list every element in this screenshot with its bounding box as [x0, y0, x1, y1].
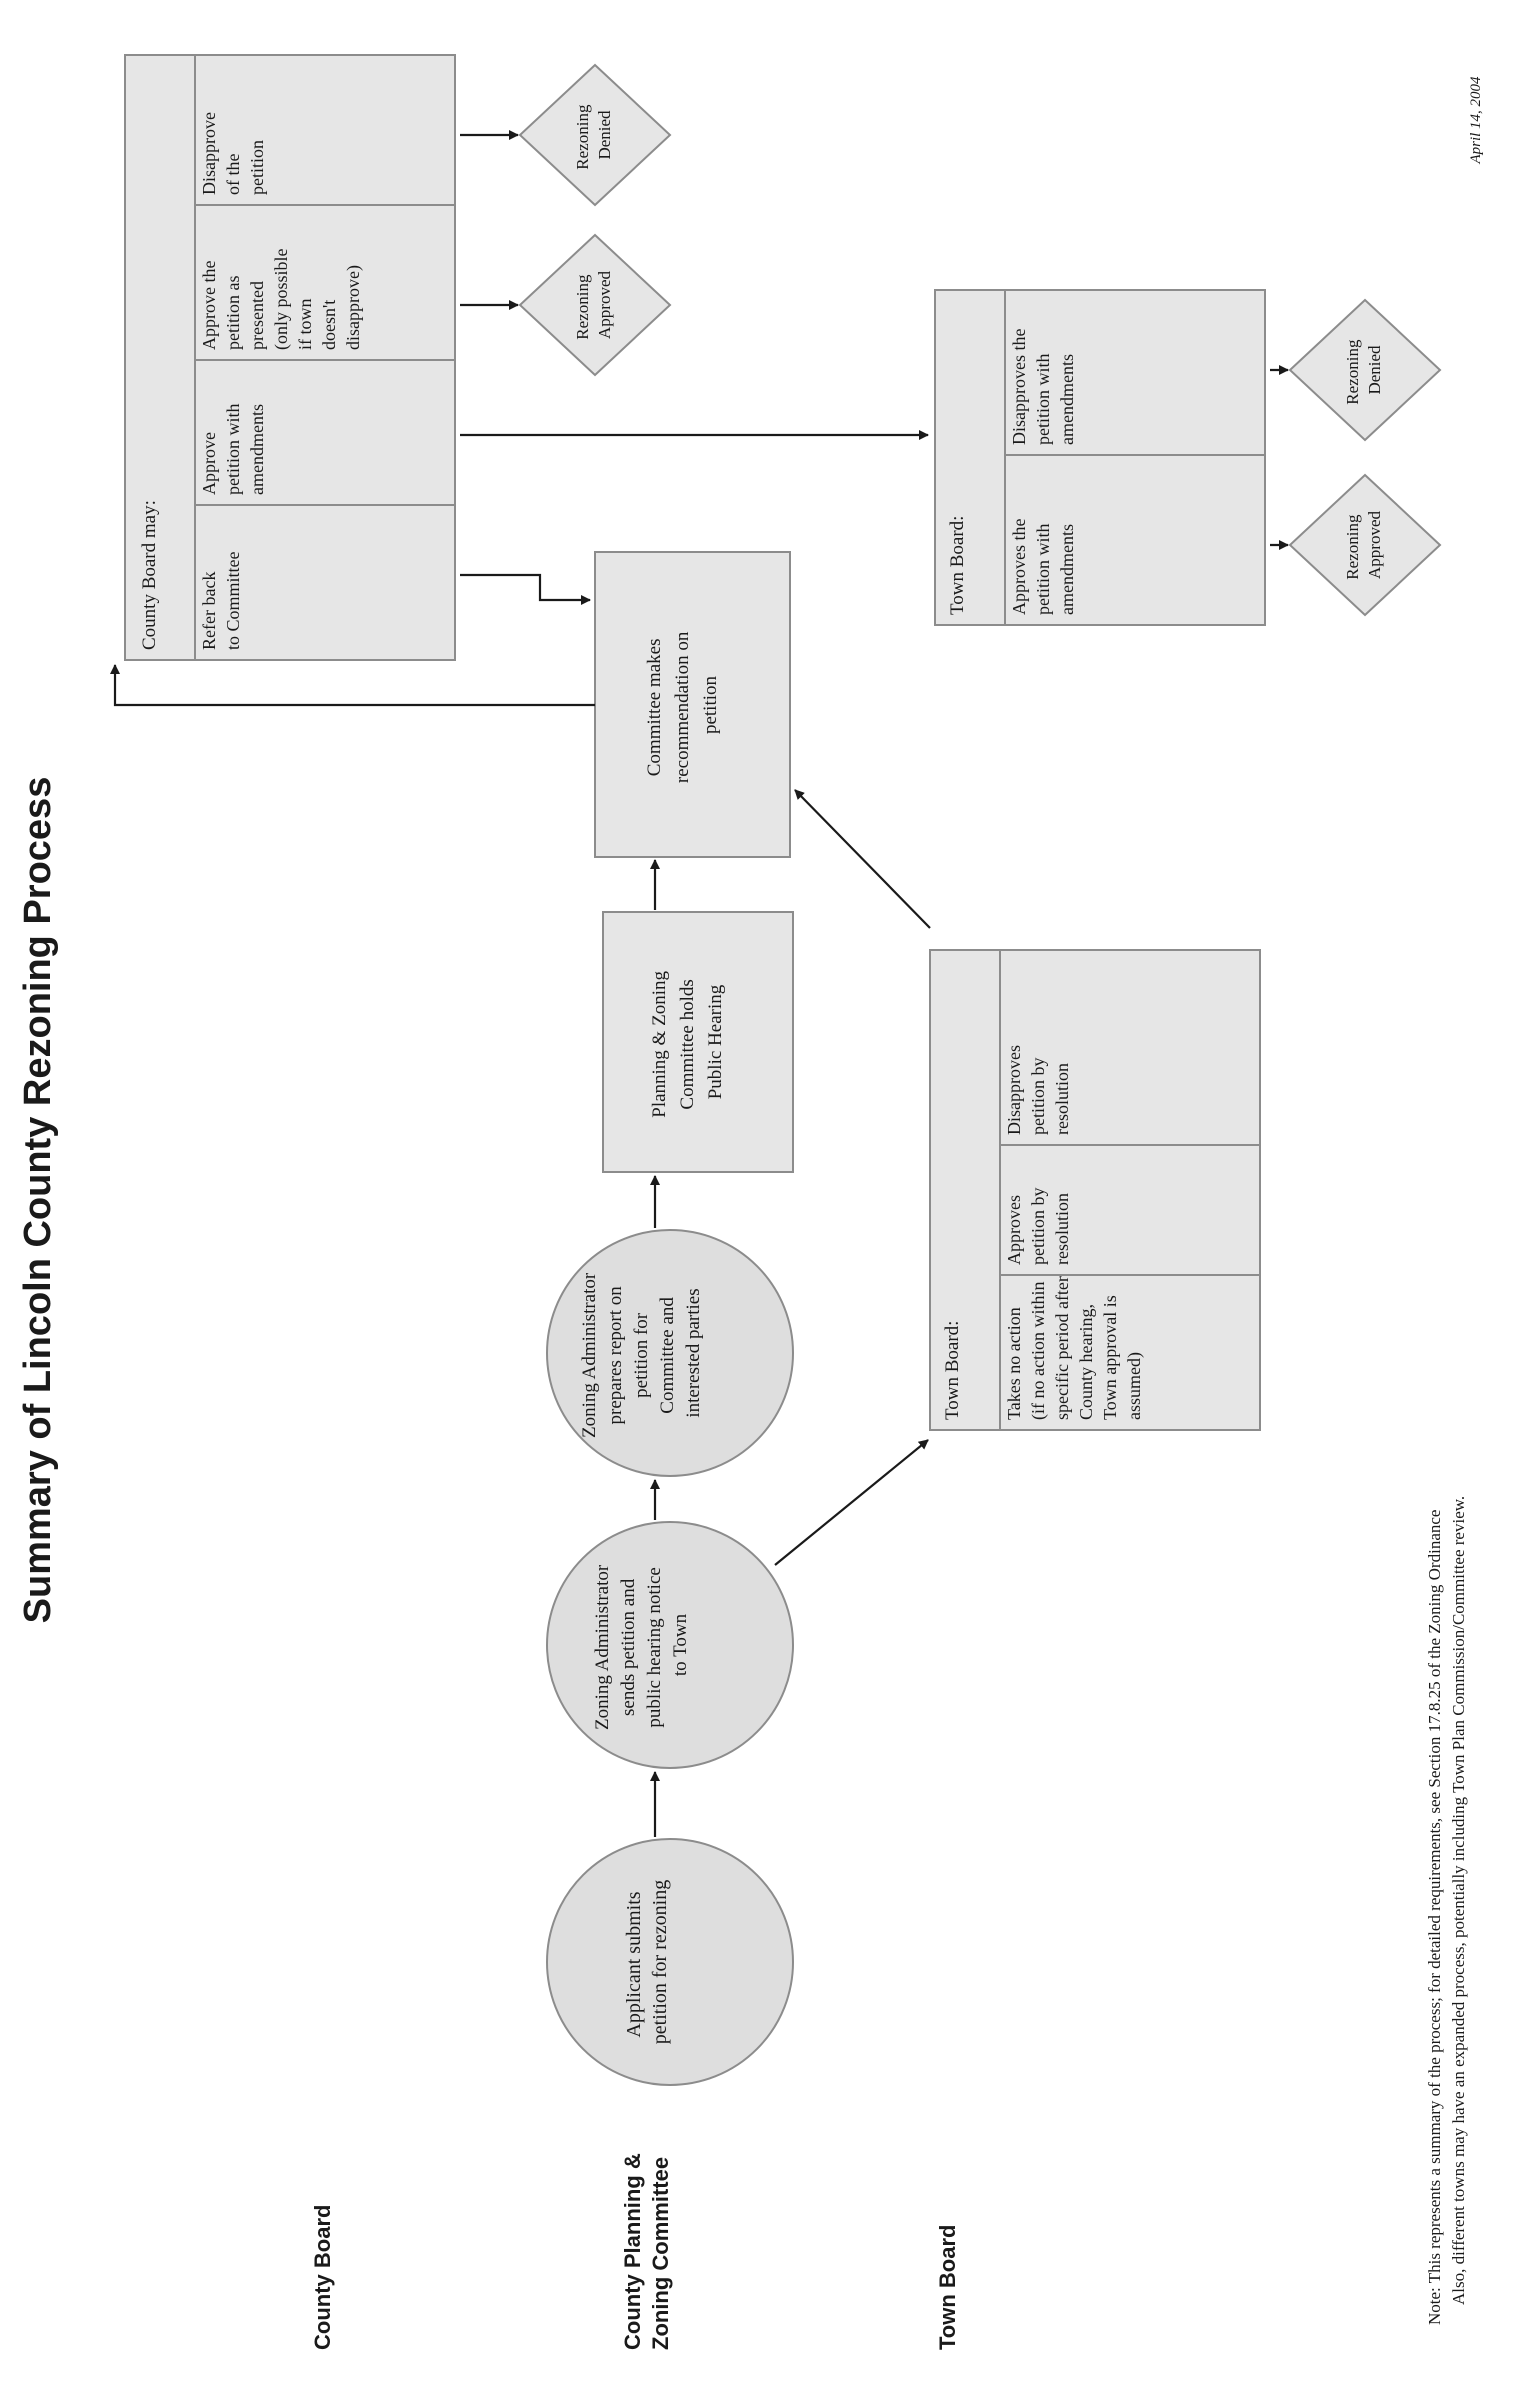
outcome-rezoning-denied-county: Rezoning Denied — [518, 63, 672, 207]
svg-text:Disapproves petition b: Disapproves petition by resolution — [1004, 1041, 1072, 1135]
step-recommendation: Committee makes recommendation on petiti… — [594, 551, 791, 858]
step-applicant-submits: Applicant submits petition for rezoning — [546, 1838, 794, 2086]
step-prepares-report: Zoning Administrator prepares report on … — [546, 1229, 794, 1477]
svg-text:County Board may:: County Board may: — [139, 500, 160, 650]
svg-text:Approve the petition a: Approve the petition as presented (only … — [199, 244, 364, 350]
date-label: April 14, 2004 — [1468, 76, 1484, 165]
footnote: Note: This represents a summary of the p… — [1425, 1496, 1468, 2325]
step-public-hearing: Planning & Zoning Committee holds Public… — [602, 911, 794, 1173]
lane-label-planning-committee: County Planning &Zoning Committee — [620, 2153, 673, 2350]
lane-label-town-board: Town Board — [935, 2225, 960, 2350]
svg-text:Committee makes recomm: Committee makes recommendation on petiti… — [644, 627, 721, 783]
svg-text:Applicant submits peti: Applicant submits petition for rezoning — [623, 1880, 671, 2044]
outcome-rezoning-approved-town: Rezoning Approved — [1288, 473, 1442, 617]
svg-text:Rezoning Denied: Rezoning Denied — [1343, 335, 1384, 404]
svg-text:Planning & Zoning Comm: Planning & Zoning Committee holds Public… — [649, 966, 726, 1117]
diagram-title: Summary of Lincoln County Rezoning Proce… — [17, 777, 59, 1624]
svg-text:Refer back to Committe: Refer back to Committee — [199, 551, 243, 650]
town-board-amendment-panel: Town Board: Approves the petition with a… — [934, 289, 1266, 626]
svg-text:Approves the petition: Approves the petition with amendments — [1009, 514, 1077, 615]
svg-text:Town Board:: Town Board: — [947, 516, 968, 615]
svg-text:Approves petition by: Approves petition by resolution — [1004, 1183, 1072, 1265]
arrow-notice-to-town-board — [774, 1439, 929, 1566]
svg-text:Town Board:: Town Board: — [942, 1321, 963, 1420]
arrow-town-board-to-recommendation — [794, 789, 931, 929]
svg-text:Disapproves the petiti: Disapproves the petition with amendments — [1009, 324, 1077, 445]
svg-text:Zoning Administrator p: Zoning Administrator prepares report on … — [579, 1268, 704, 1438]
arrow-refer-back-to-committee — [460, 573, 591, 605]
county-board-decision-panel: County Board may: Refer back to Committe… — [124, 54, 456, 661]
svg-text:Takes no action (if no: Takes no action (if no action within spe… — [1004, 1272, 1145, 1420]
outcome-rezoning-denied-town: Rezoning Denied — [1288, 298, 1442, 442]
town-board-response-panel: Town Board: Takes no action (if no actio… — [929, 949, 1261, 1431]
svg-text:Rezoning Denied: Rezoning Denied — [573, 100, 614, 169]
svg-text:Zoning Administrator s: Zoning Administrator sends petition and … — [592, 1560, 691, 1730]
arrow-recommendation-to-county-board — [110, 664, 595, 707]
outcome-rezoning-approved-county: Rezoning Approved — [518, 233, 672, 377]
svg-text:Approve petition with: Approve petition with amendments — [199, 399, 267, 495]
svg-text:Rezoning Approved: Rezoning Approved — [573, 270, 614, 339]
step-sends-notice: Zoning Administrator sends petition and … — [546, 1521, 794, 1769]
svg-text:Rezoning Approved: Rezoning Approved — [1343, 510, 1384, 579]
flow-arrows — [110, 130, 1289, 1837]
lane-label-county-board: County Board — [310, 2205, 335, 2350]
svg-text:Disapprove of the: Disapprove of the petition — [199, 108, 267, 195]
